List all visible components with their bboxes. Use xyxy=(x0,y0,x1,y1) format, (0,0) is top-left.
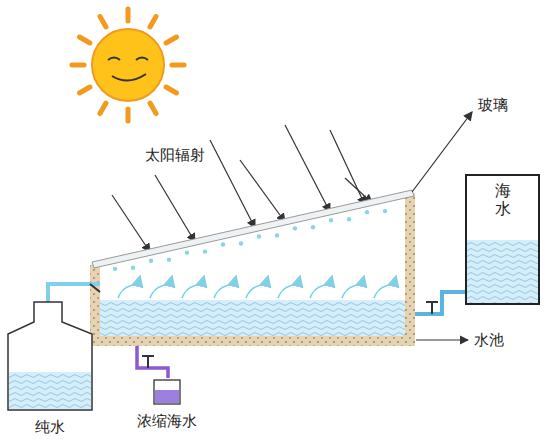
sun-ray xyxy=(126,9,131,21)
water-droplet xyxy=(221,242,225,246)
vapor-arrow xyxy=(150,276,172,298)
water-droplet xyxy=(365,210,369,214)
vapor-arrow xyxy=(278,276,300,298)
sun-ray xyxy=(126,109,131,121)
vapor-arrow xyxy=(374,276,396,298)
water-droplet xyxy=(185,250,189,254)
sun-ray xyxy=(172,63,184,68)
glass-label: 玻璃 xyxy=(478,96,508,114)
pool-label: 水池 xyxy=(474,331,504,349)
vapor-arrow xyxy=(118,276,140,298)
vapor-arrow xyxy=(214,276,236,298)
pure-water-label: 纯水 xyxy=(35,418,65,436)
sun xyxy=(72,9,184,121)
water-droplet xyxy=(275,233,279,237)
sun-ray xyxy=(80,37,90,43)
water-droplet xyxy=(149,259,153,263)
tank-label: 海水 xyxy=(495,182,511,217)
water-droplet xyxy=(329,218,333,222)
radiation-label: 太阳辐射 xyxy=(145,146,205,164)
water-droplet xyxy=(293,226,297,230)
sun-ray xyxy=(150,17,156,27)
water-droplet xyxy=(383,209,387,213)
vapor-arrow xyxy=(246,276,268,298)
water-droplet xyxy=(113,267,117,271)
water-droplet xyxy=(347,217,351,221)
sun-ray xyxy=(100,17,106,27)
water-droplet xyxy=(203,249,207,253)
water-droplet xyxy=(131,266,135,270)
water-droplet xyxy=(167,257,171,261)
sun-ray xyxy=(80,87,90,93)
concentrate-label: 浓缩海水 xyxy=(137,412,197,430)
sun-ray xyxy=(72,63,84,68)
water-droplet xyxy=(311,225,315,229)
vapor-arrow xyxy=(342,276,364,298)
vapor-arrow xyxy=(310,276,332,298)
sun-ray xyxy=(166,37,176,43)
sun-ray xyxy=(166,87,176,93)
seawater-tank: 海水 xyxy=(465,174,540,305)
water-droplet xyxy=(257,234,261,238)
sun-ray xyxy=(100,103,106,113)
vapor-arrow xyxy=(182,276,204,298)
sun-ray xyxy=(150,103,156,113)
water-droplet xyxy=(239,241,243,245)
